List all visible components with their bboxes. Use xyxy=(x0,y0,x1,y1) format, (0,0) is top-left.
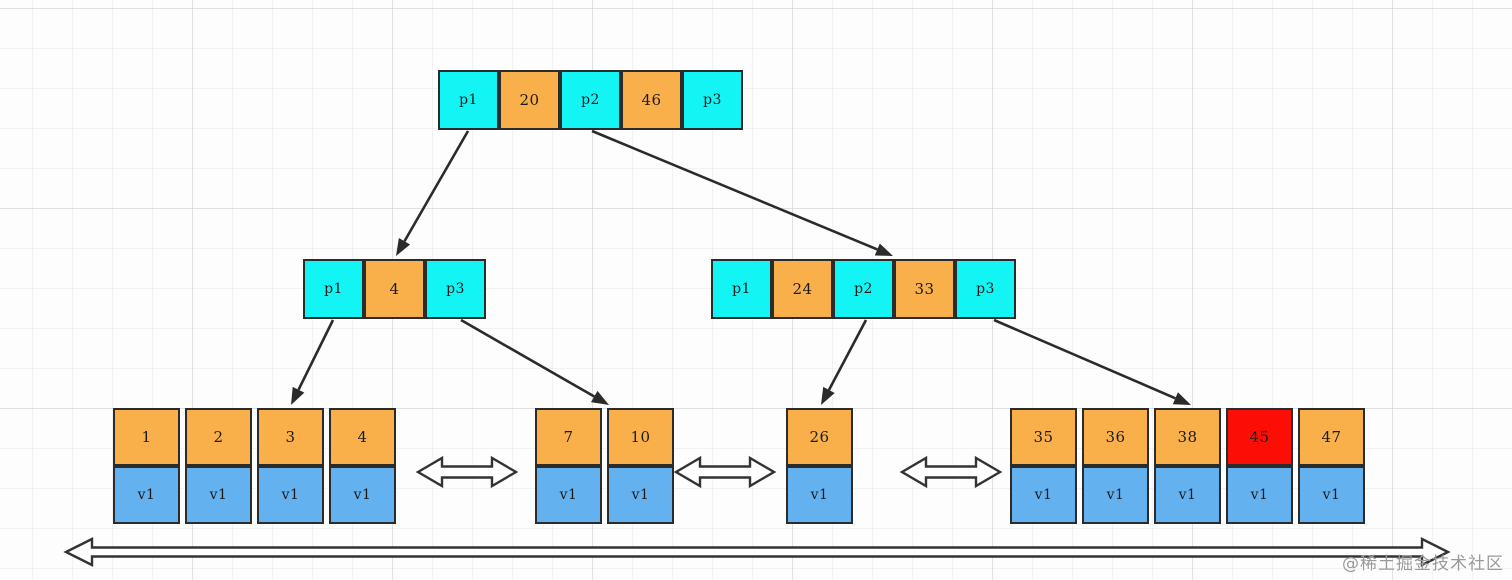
internal-node-left-cell-4[interactable]: 4 xyxy=(364,259,425,319)
leaf-group-3-key-26[interactable]: 26 xyxy=(786,408,853,466)
leaf-group-4-value-38[interactable]: v1 xyxy=(1154,466,1221,524)
leaf-group-4-value-47[interactable]: v1 xyxy=(1298,466,1365,524)
leaf-group-4-key-35[interactable]: 35 xyxy=(1010,408,1077,466)
leaf-group-4-key-47[interactable]: 47 xyxy=(1298,408,1365,466)
leaf-group-2-value-10[interactable]: v1 xyxy=(607,466,674,524)
root-cell-46[interactable]: 46 xyxy=(621,70,682,130)
root-cell-p2[interactable]: p2 xyxy=(560,70,621,130)
leaf-group-4-value-36[interactable]: v1 xyxy=(1082,466,1149,524)
leaf-group-1-value-2[interactable]: v1 xyxy=(185,466,252,524)
internal-node-right-cell-p1[interactable]: p1 xyxy=(711,259,772,319)
leaf-group-4-key-36[interactable]: 36 xyxy=(1082,408,1149,466)
root-cell-p3[interactable]: p3 xyxy=(682,70,743,130)
leaf-group-4-key-38[interactable]: 38 xyxy=(1154,408,1221,466)
watermark-label: @稀土掘金技术社区 xyxy=(1342,554,1504,574)
leaf-group-1-value-3[interactable]: v1 xyxy=(257,466,324,524)
internal-node-left-cell-p1[interactable]: p1 xyxy=(303,259,364,319)
leaf-group-1-key-4[interactable]: 4 xyxy=(329,408,396,466)
root-cell-p1[interactable]: p1 xyxy=(438,70,499,130)
internal-node-right-cell-p3[interactable]: p3 xyxy=(955,259,1016,319)
leaf-group-1-key-3[interactable]: 3 xyxy=(257,408,324,466)
root-cell-20[interactable]: 20 xyxy=(499,70,560,130)
leaf-group-2-value-7[interactable]: v1 xyxy=(535,466,602,524)
leaf-group-4-value-35[interactable]: v1 xyxy=(1010,466,1077,524)
leaf-group-4-key-45[interactable]: 45 xyxy=(1226,408,1293,466)
leaf-group-2-key-7[interactable]: 7 xyxy=(535,408,602,466)
leaf-group-1-value-1[interactable]: v1 xyxy=(113,466,180,524)
leaf-group-2-key-10[interactable]: 10 xyxy=(607,408,674,466)
leaf-group-1-key-2[interactable]: 2 xyxy=(185,408,252,466)
internal-node-left-cell-p3[interactable]: p3 xyxy=(425,259,486,319)
leaf-group-3-value-26[interactable]: v1 xyxy=(786,466,853,524)
leaf-group-4-value-45[interactable]: v1 xyxy=(1226,466,1293,524)
leaf-group-1-value-4[interactable]: v1 xyxy=(329,466,396,524)
internal-node-right-cell-33[interactable]: 33 xyxy=(894,259,955,319)
leaf-group-1-key-1[interactable]: 1 xyxy=(113,408,180,466)
internal-node-right-cell-p2[interactable]: p2 xyxy=(833,259,894,319)
internal-node-right-cell-24[interactable]: 24 xyxy=(772,259,833,319)
